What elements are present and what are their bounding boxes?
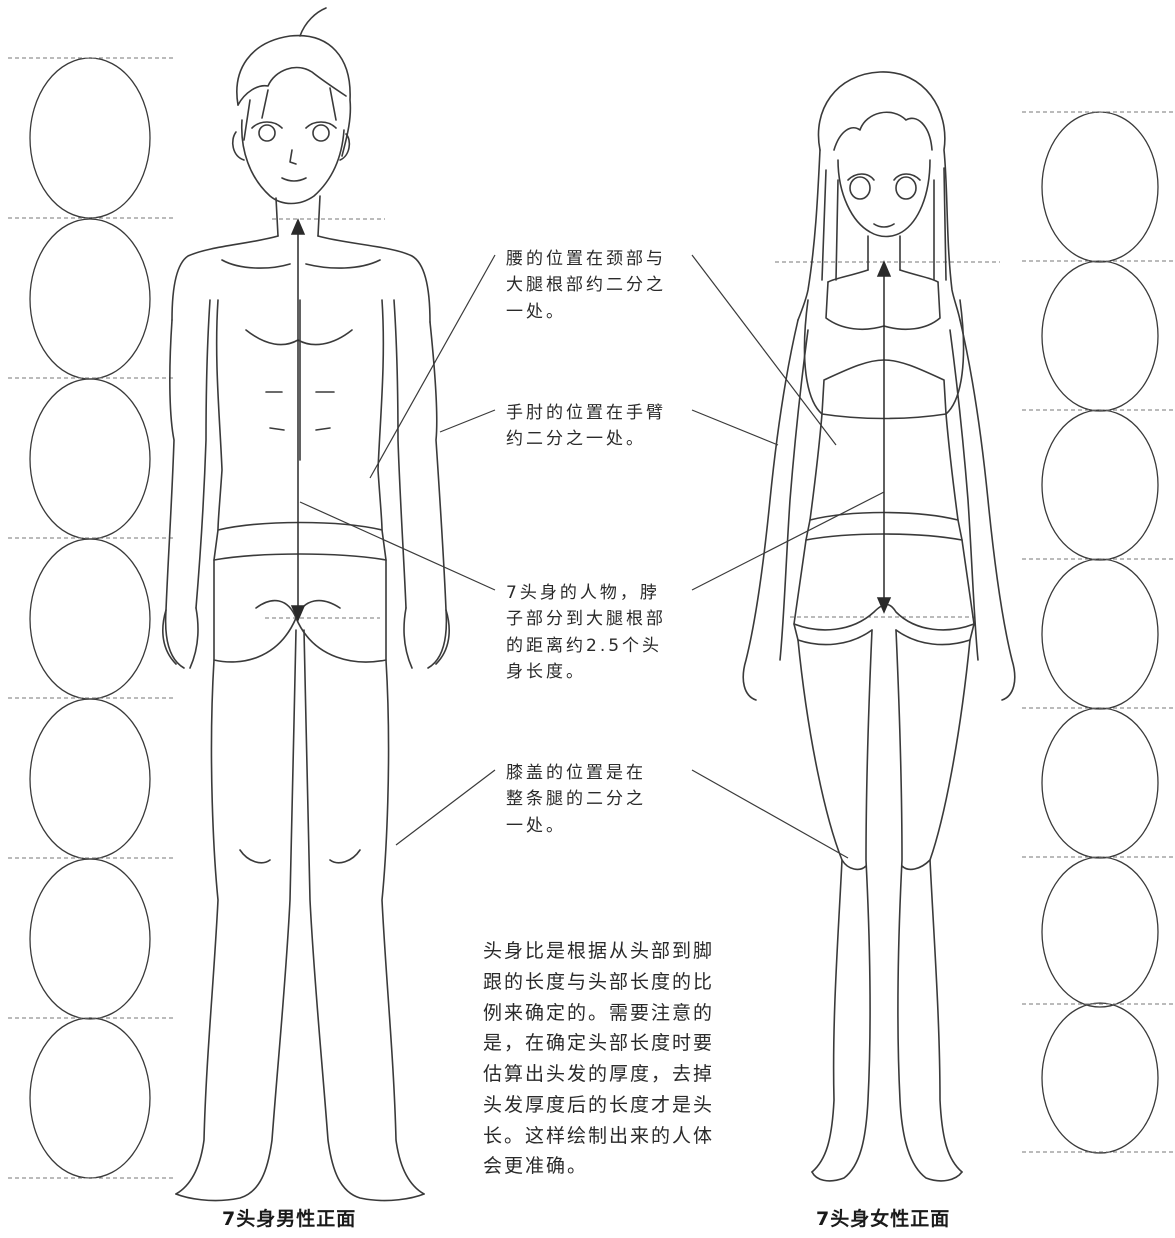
male-head-unit-6 xyxy=(29,858,151,1020)
torso-length-annotation: 7头身的人物，脖 子部分到大腿根部 的距离约2.5个头 身长度。 xyxy=(506,583,666,683)
male-head-unit-3 xyxy=(29,378,151,540)
male-head-unit-scale xyxy=(29,57,151,1179)
male-guide-lines xyxy=(8,57,385,1179)
male-figure xyxy=(162,7,450,1202)
elbow-annotation: 手肘的位置在手臂 约二分之一处。 xyxy=(506,403,666,450)
female-head-unit-5 xyxy=(1041,707,1159,859)
male-caption: 7头身男性正面 xyxy=(222,1208,357,1230)
female-head-unit-7 xyxy=(1041,1002,1159,1154)
female-measure-arrow xyxy=(876,260,892,614)
female-head-unit-scale xyxy=(1041,111,1159,1154)
female-guide-lines xyxy=(775,111,1175,1153)
female-head-unit-1 xyxy=(1041,111,1159,263)
male-head-unit-4 xyxy=(29,538,151,700)
proportion-summary: 头身比是根据从头部到脚 跟的长度与头部长度的比 例来确定的。需要注意的 是，在确… xyxy=(483,940,715,1178)
male-head-unit-1 xyxy=(29,57,151,219)
female-figure xyxy=(742,71,1016,1182)
female-head-unit-2 xyxy=(1041,260,1159,412)
female-caption: 7头身女性正面 xyxy=(816,1208,951,1230)
female-head-unit-6 xyxy=(1041,856,1159,1008)
female-head-unit-3 xyxy=(1041,409,1159,561)
knee-annotation: 膝盖的位置是在 整条腿的二分之 一处。 xyxy=(506,763,646,836)
male-head-unit-2 xyxy=(29,218,151,380)
female-head-unit-4 xyxy=(1041,558,1159,710)
male-head-unit-5 xyxy=(29,698,151,860)
waist-annotation: 腰的位置在颈部与 大腿根部约二分之 一处。 xyxy=(506,249,666,322)
male-head-unit-7 xyxy=(29,1017,151,1179)
male-measure-arrow xyxy=(290,218,306,622)
leader-lines xyxy=(299,254,885,859)
